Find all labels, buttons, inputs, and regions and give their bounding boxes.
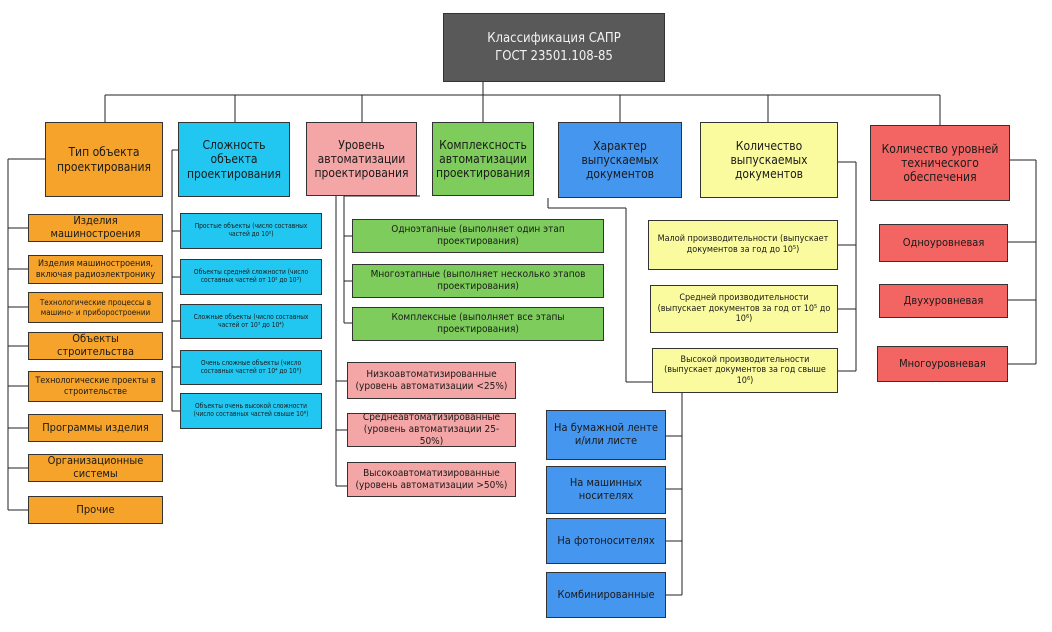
- automation-item: Среднеавтоматизированные (уровень автома…: [347, 412, 516, 447]
- complexity-item: Объекты очень высокой сложности (число с…: [180, 393, 322, 429]
- support-level-item: Одноуровневая: [879, 224, 1008, 262]
- type-item: Организационные системы: [28, 454, 163, 482]
- document-type-item: На машинных носителях: [546, 466, 666, 514]
- type-item: Программы изделия: [28, 414, 163, 442]
- comprehensiveness-item: Многоэтапные (выполняет несколько этапов…: [352, 264, 604, 298]
- automation-item: Высокоавтоматизированные (уровень автома…: [347, 462, 516, 497]
- document-type-item: На бумажной ленте и/или листе: [546, 410, 666, 460]
- header-support-levels: Количество уровней технического обеспече…: [870, 125, 1010, 201]
- header-comprehensiveness: Комплексность автоматизации проектирован…: [432, 122, 534, 196]
- type-item: Прочие: [28, 496, 163, 524]
- type-item: Изделия машиностроения: [28, 214, 163, 242]
- header-automation-level: Уровень автоматизации проектирования: [306, 122, 417, 196]
- support-level-item: Многоуровневая: [877, 346, 1008, 382]
- type-item: Объекты строительства: [28, 332, 163, 360]
- complexity-item: Сложные объекты (число составных частей …: [180, 304, 322, 339]
- complexity-item: Простые объекты (число составных частей …: [180, 213, 322, 249]
- quantity-item: Высокой производительности (выпускает до…: [652, 348, 838, 393]
- comprehensiveness-item: Комплексные (выполняет все этапы проекти…: [352, 307, 604, 341]
- header-object-complexity: Сложность объекта проектирования: [178, 122, 290, 197]
- type-item: Технологические проекты в строительстве: [28, 371, 163, 402]
- header-object-type: Тип объекта проектирования: [45, 122, 163, 197]
- automation-item: Низкоавтоматизированные (уровень автомат…: [347, 362, 516, 399]
- type-item: Изделия машиностроения, включая радиоэле…: [28, 255, 163, 284]
- complexity-item: Объекты средней сложности (число составн…: [180, 259, 322, 295]
- header-document-type: Характер выпускаемых документов: [558, 122, 682, 198]
- support-level-item: Двухуровневая: [879, 284, 1008, 318]
- comprehensiveness-item: Одноэтапные (выполняет один этап проекти…: [352, 219, 604, 253]
- quantity-item: Средней производительности (выпускает до…: [650, 285, 838, 333]
- quantity-item: Малой производительности (выпускает доку…: [648, 220, 838, 270]
- root-title-box: Классификация САПР ГОСТ 23501.108-85: [443, 13, 665, 82]
- type-item: Технологические процессы в машино- и при…: [28, 292, 163, 323]
- header-document-quantity: Количество выпускаемых документов: [700, 122, 838, 198]
- complexity-item: Очень сложные объекты (число составных ч…: [180, 350, 322, 385]
- document-type-item: На фотоносителях: [546, 518, 666, 564]
- root-title-line1: Классификация САПР: [487, 30, 621, 46]
- root-title-line2: ГОСТ 23501.108-85: [495, 48, 613, 64]
- document-type-item: Комбинированные: [546, 572, 666, 618]
